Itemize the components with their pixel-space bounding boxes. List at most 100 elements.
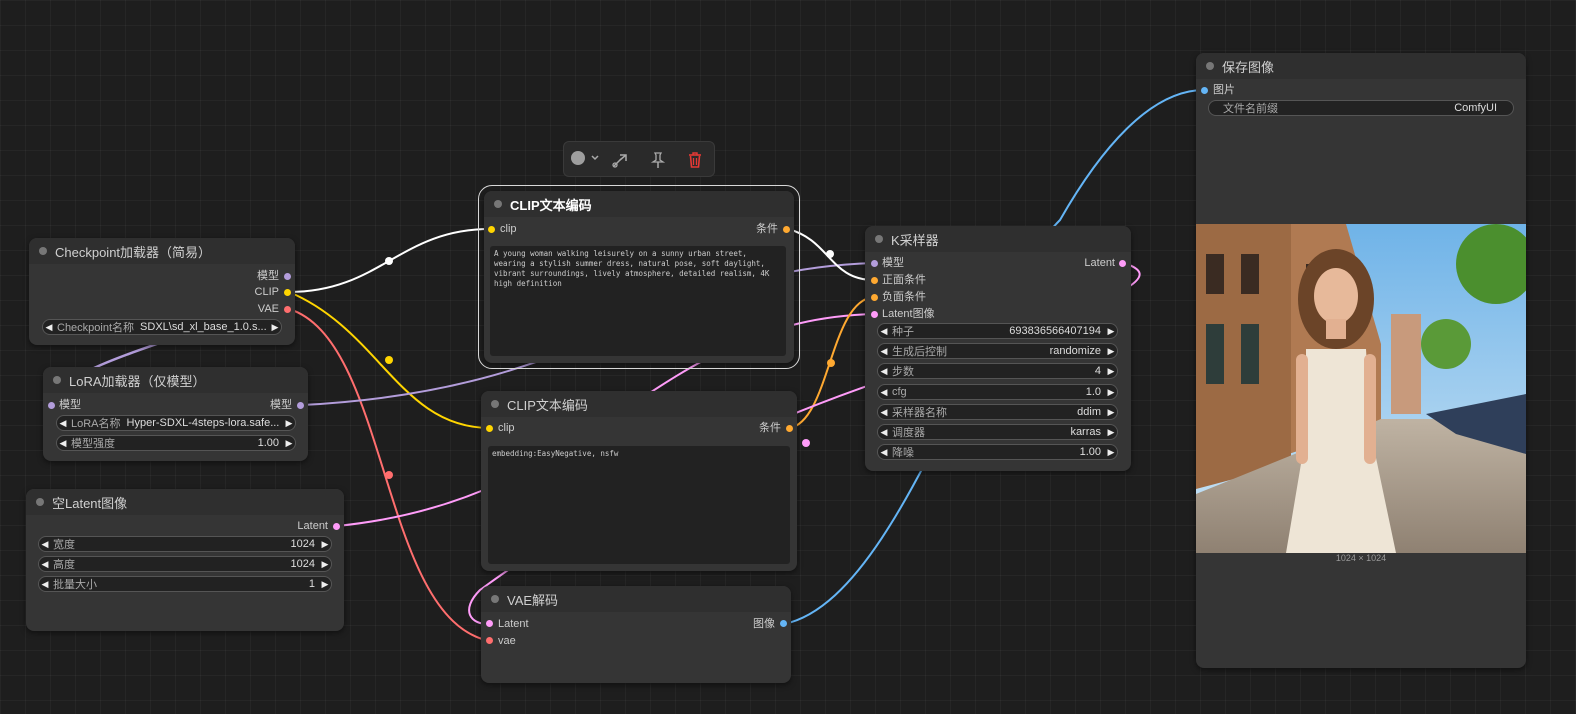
collapse-dot-icon[interactable]	[36, 498, 44, 506]
node-title[interactable]: K采样器	[865, 226, 1131, 252]
widget-value: 4	[1094, 365, 1101, 377]
filename-prefix-text[interactable]: 文件名前缀 ComfyUI	[1208, 100, 1514, 116]
input-port-clip[interactable]	[488, 226, 495, 233]
arrow-left-icon[interactable]: ◀	[59, 417, 67, 428]
widget-label: 高度	[53, 559, 75, 571]
output-port-image[interactable]	[780, 620, 787, 627]
wire-cond-neg	[789, 296, 875, 429]
output-port-model[interactable]	[297, 402, 304, 409]
arrow-right-icon[interactable]: ▶	[1107, 386, 1115, 397]
collapse-dot-icon[interactable]	[39, 247, 47, 255]
input-port-positive[interactable]	[871, 277, 878, 284]
input-port-images[interactable]	[1201, 87, 1208, 94]
save-image-node[interactable]: 保存图像 图片 文件名前缀 ComfyUI	[1196, 53, 1526, 668]
steps-number[interactable]: ◀ 步数 4 ▶	[877, 363, 1118, 379]
wire-midpoint	[827, 359, 835, 367]
ckpt-name-combo[interactable]: ◀ Checkpoint名称 SDXL\sd_xl_base_1.0.s... …	[42, 319, 282, 335]
collapse-dot-icon[interactable]	[494, 200, 502, 208]
input-port-latent[interactable]	[486, 620, 493, 627]
prompt-textarea[interactable]: embedding:EasyNegative, nsfw	[488, 446, 790, 564]
checkpoint-loader-node[interactable]: Checkpoint加载器（简易） 模型 CLIP VAE ◀ Checkpoi…	[29, 238, 295, 345]
node-title[interactable]: 空Latent图像	[26, 489, 344, 515]
arrow-left-icon[interactable]: ◀	[41, 578, 49, 589]
arrow-right-icon[interactable]: ▶	[271, 321, 279, 332]
arrow-right-icon[interactable]: ▶	[1107, 406, 1115, 417]
collapse-dot-icon[interactable]	[53, 376, 61, 384]
input-port-vae[interactable]	[486, 637, 493, 644]
arrow-left-icon[interactable]: ◀	[880, 406, 888, 417]
arrow-left-icon[interactable]: ◀	[880, 345, 888, 356]
lora-name-combo[interactable]: ◀ LoRA名称 Hyper-SDXL-4steps-lora.safe... …	[56, 415, 296, 431]
arrow-right-icon[interactable]: ▶	[1107, 446, 1115, 457]
output-port-latent[interactable]	[333, 523, 340, 530]
batch-size-number[interactable]: ◀ 批量大小 1 ▶	[38, 576, 332, 592]
arrow-right-icon[interactable]: ▶	[285, 437, 293, 448]
output-port-clip[interactable]	[284, 289, 291, 296]
strength-model-number[interactable]: ◀ 模型强度 1.00 ▶	[56, 435, 296, 451]
bypass-icon[interactable]	[611, 151, 629, 174]
input-port-model[interactable]	[48, 402, 55, 409]
output-label-image: 图像	[753, 618, 775, 630]
seed-number[interactable]: ◀ 种子 693836566407194 ▶	[877, 323, 1118, 339]
collapse-dot-icon[interactable]	[1206, 62, 1214, 70]
arrow-left-icon[interactable]: ◀	[880, 386, 888, 397]
collapse-dot-icon[interactable]	[875, 235, 883, 243]
arrow-left-icon[interactable]: ◀	[880, 446, 888, 457]
output-label-latent: Latent	[297, 520, 328, 532]
output-port-model[interactable]	[284, 273, 291, 280]
node-title[interactable]: LoRA加载器（仅模型）	[43, 367, 308, 393]
input-label-negative: 负面条件	[882, 291, 926, 303]
denoise-number[interactable]: ◀ 降噪 1.00 ▶	[877, 444, 1118, 460]
control-after-generate-combo[interactable]: ◀ 生成后控制 randomize ▶	[877, 343, 1118, 359]
arrow-left-icon[interactable]: ◀	[880, 426, 888, 437]
cfg-number[interactable]: ◀ cfg 1.0 ▶	[877, 384, 1118, 400]
color-picker-button[interactable]	[570, 150, 600, 171]
arrow-left-icon[interactable]: ◀	[880, 325, 888, 336]
widget-label: Checkpoint名称	[57, 322, 135, 334]
input-port-negative[interactable]	[871, 294, 878, 301]
empty-latent-node[interactable]: 空Latent图像 Latent ◀ 宽度 1024 ▶ ◀ 高度 1024 ▶…	[26, 489, 344, 631]
input-port-clip[interactable]	[486, 425, 493, 432]
widget-label: 调度器	[892, 427, 925, 439]
arrow-right-icon[interactable]: ▶	[1107, 325, 1115, 336]
arrow-right-icon[interactable]: ▶	[1107, 426, 1115, 437]
node-title[interactable]: CLIP文本编码	[481, 391, 797, 417]
input-port-model[interactable]	[871, 260, 878, 267]
input-port-latent[interactable]	[871, 311, 878, 318]
width-number[interactable]: ◀ 宽度 1024 ▶	[38, 536, 332, 552]
collapse-dot-icon[interactable]	[491, 595, 499, 603]
arrow-right-icon[interactable]: ▶	[285, 417, 293, 428]
image-preview[interactable]	[1196, 224, 1526, 553]
arrow-right-icon[interactable]: ▶	[321, 578, 329, 589]
widget-label: 生成后控制	[892, 346, 947, 358]
arrow-left-icon[interactable]: ◀	[41, 538, 49, 549]
arrow-right-icon[interactable]: ▶	[1107, 365, 1115, 376]
trash-icon[interactable]	[686, 151, 704, 174]
ksampler-node[interactable]: K采样器 模型 正面条件 负面条件 Latent图像 Latent ◀ 种子 6…	[865, 226, 1131, 471]
arrow-left-icon[interactable]: ◀	[41, 558, 49, 569]
clip-text-encode-negative-node[interactable]: CLIP文本编码 clip 条件 embedding:EasyNegative,…	[481, 391, 797, 571]
scheduler-combo[interactable]: ◀ 调度器 karras ▶	[877, 424, 1118, 440]
height-number[interactable]: ◀ 高度 1024 ▶	[38, 556, 332, 572]
output-port-conditioning[interactable]	[783, 226, 790, 233]
sampler-name-combo[interactable]: ◀ 采样器名称 ddim ▶	[877, 404, 1118, 420]
arrow-left-icon[interactable]: ◀	[59, 437, 67, 448]
arrow-right-icon[interactable]: ▶	[1107, 345, 1115, 356]
node-title[interactable]: Checkpoint加载器（简易）	[29, 238, 295, 264]
node-title[interactable]: VAE解码	[481, 586, 791, 612]
prompt-textarea[interactable]: A young woman walking leisurely on a sun…	[490, 246, 786, 356]
output-port-vae[interactable]	[284, 306, 291, 313]
arrow-right-icon[interactable]: ▶	[321, 558, 329, 569]
arrow-left-icon[interactable]: ◀	[880, 365, 888, 376]
output-port-conditioning[interactable]	[786, 425, 793, 432]
node-title[interactable]: 保存图像	[1196, 53, 1526, 79]
vae-decode-node[interactable]: VAE解码 Latent vae 图像	[481, 586, 791, 683]
arrow-right-icon[interactable]: ▶	[321, 538, 329, 549]
clip-text-encode-positive-node[interactable]: CLIP文本编码 clip 条件 A young woman walking l…	[478, 185, 800, 369]
lora-loader-node[interactable]: LoRA加载器（仅模型） 模型 模型 ◀ LoRA名称 Hyper-SDXL-4…	[43, 367, 308, 461]
collapse-dot-icon[interactable]	[491, 400, 499, 408]
output-port-latent[interactable]	[1119, 260, 1126, 267]
pin-icon[interactable]	[649, 151, 667, 174]
arrow-left-icon[interactable]: ◀	[45, 321, 53, 332]
node-title[interactable]: CLIP文本编码	[484, 191, 794, 217]
